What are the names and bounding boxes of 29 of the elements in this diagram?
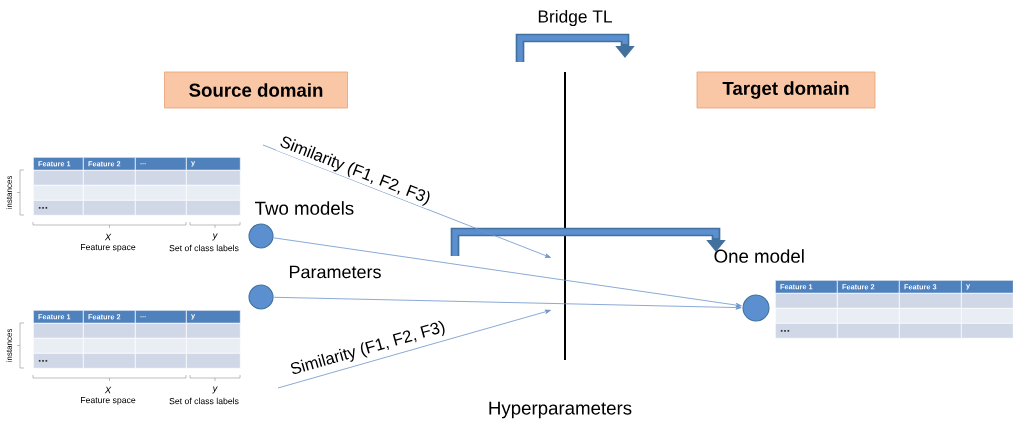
arrow <box>273 296 742 310</box>
axis-label: Set of class labels <box>169 397 239 405</box>
arrow <box>273 237 742 308</box>
axis-label: y <box>212 233 218 241</box>
axis-label: y <box>212 386 218 394</box>
axis-label: Feature space <box>81 397 136 405</box>
circle-node <box>742 294 770 322</box>
axis-label: X <box>104 386 112 394</box>
circle-node <box>248 223 274 249</box>
axis-label: instances <box>6 175 12 209</box>
node-caption: One model <box>714 249 804 263</box>
domain-label: Target domain <box>722 81 849 99</box>
table-cell: ... <box>33 200 84 216</box>
domain-box <box>696 71 876 109</box>
node-caption: Two models <box>255 201 354 215</box>
domain-label: Source domain <box>189 83 323 97</box>
arrow <box>277 309 551 389</box>
table-cell: ... <box>775 323 838 339</box>
node-caption: Hyperparameters <box>489 401 632 419</box>
axis-label: X <box>104 233 112 241</box>
circle-node <box>248 284 274 310</box>
axis-label: instances <box>6 328 12 362</box>
edge-label: Similarity (F1, F2, F3) <box>290 320 445 374</box>
edge-label: Parameters <box>290 265 381 279</box>
arrow <box>262 144 551 258</box>
table-cell: ... <box>33 353 84 369</box>
axis-label: Feature space <box>81 244 136 252</box>
divider-line <box>564 72 566 360</box>
domain-box <box>164 71 348 109</box>
